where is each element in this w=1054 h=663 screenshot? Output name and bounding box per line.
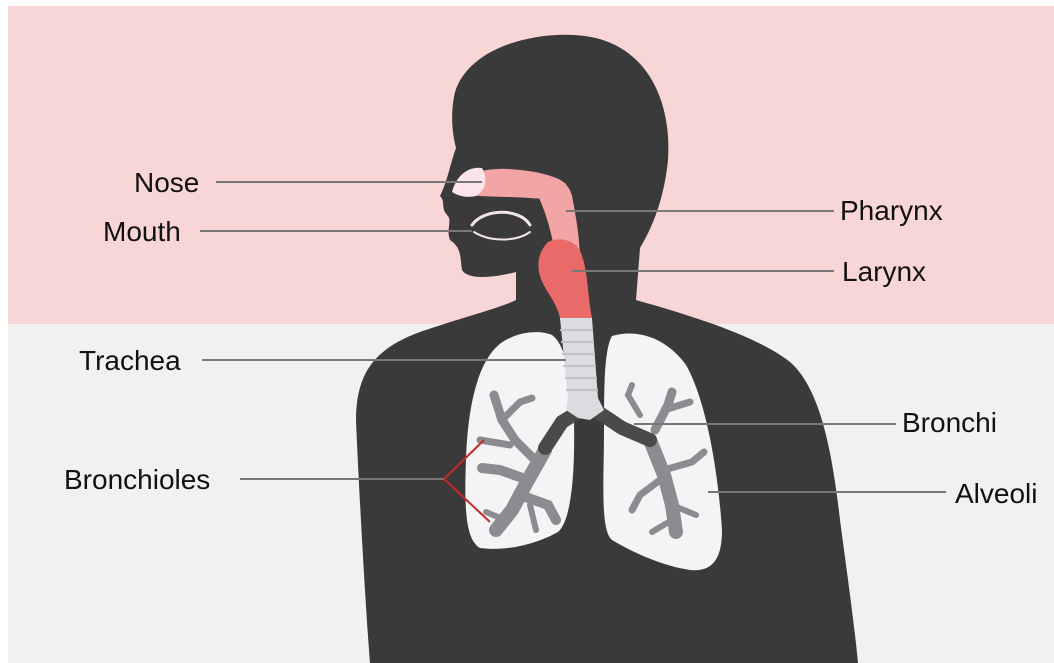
larynx-label: Larynx [842, 258, 926, 286]
nose-label: Nose [134, 169, 199, 197]
alveoli-label: Alveoli [955, 480, 1037, 508]
mouth-label: Mouth [103, 218, 181, 246]
pharynx-label: Pharynx [840, 197, 943, 225]
bronchioles-label: Bronchioles [64, 466, 210, 494]
bronchi-label: Bronchi [902, 409, 997, 437]
trachea-label: Trachea [79, 347, 181, 375]
